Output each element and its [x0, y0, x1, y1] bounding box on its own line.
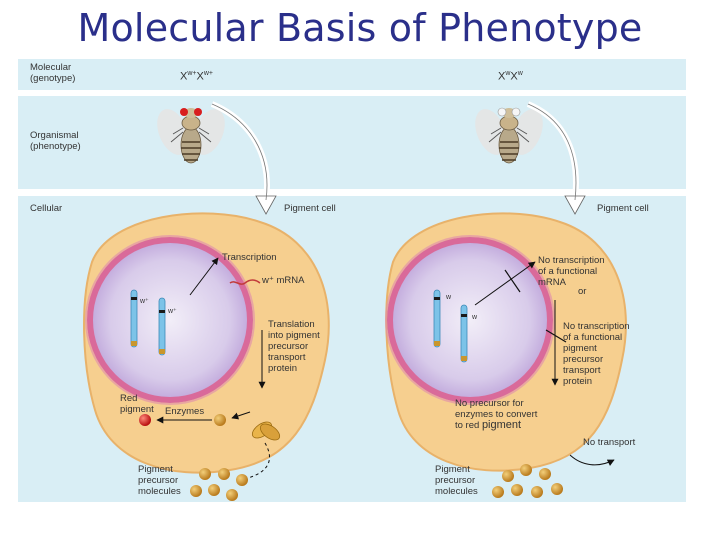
mrna-squiggle: [229, 279, 261, 285]
pigment-cell-label-right: Pigment cell: [597, 203, 649, 214]
or-label: or: [578, 286, 587, 297]
gene-label-left-2: w⁺: [168, 308, 177, 315]
gene-label-right-2: w: [472, 314, 478, 321]
pigment-cell-label-left: Pigment cell: [284, 203, 336, 214]
precursor-ball-in-cell: [214, 414, 226, 426]
fly-wild-type-red-eyes: [157, 108, 225, 164]
x-chromosome-left-1: [130, 289, 138, 348]
x-chromosome-right-2: [460, 304, 468, 363]
genotype-right: XwXw: [498, 70, 523, 83]
mrna-label: w⁺ mRNA: [262, 275, 305, 286]
molecular-row-band: [18, 59, 686, 90]
pigment-word: pigment: [481, 419, 522, 431]
x-chromosome-left-2: [158, 297, 166, 356]
nucleus-left: [87, 237, 253, 403]
x-chromosome-right-1: [433, 289, 441, 348]
enzymes-label: Enzymes: [165, 406, 205, 417]
row-label-organismal: Organismal(phenotype): [30, 130, 81, 152]
precursor-molecules-right: [492, 464, 563, 498]
no-transport-label: No transport: [583, 437, 636, 448]
transcription-label: Transcription: [222, 252, 277, 263]
gene-label-right-1: w: [446, 294, 452, 301]
genotype-left: Xw+Xw+: [180, 70, 213, 83]
transport-protein-left: [251, 421, 281, 441]
gene-label-left-1: w⁺: [140, 298, 149, 305]
nucleus-right: [387, 237, 553, 403]
page-title: Molecular Basis of Phenotype: [77, 6, 643, 50]
row-label-cellular: Cellular: [30, 203, 63, 214]
fly-white-eyed-mutant: [475, 107, 543, 164]
row-label-molecular: Molecular(genotype): [30, 62, 76, 84]
precursor-molecules-left: [190, 468, 248, 501]
red-pigment-ball: [139, 414, 151, 426]
